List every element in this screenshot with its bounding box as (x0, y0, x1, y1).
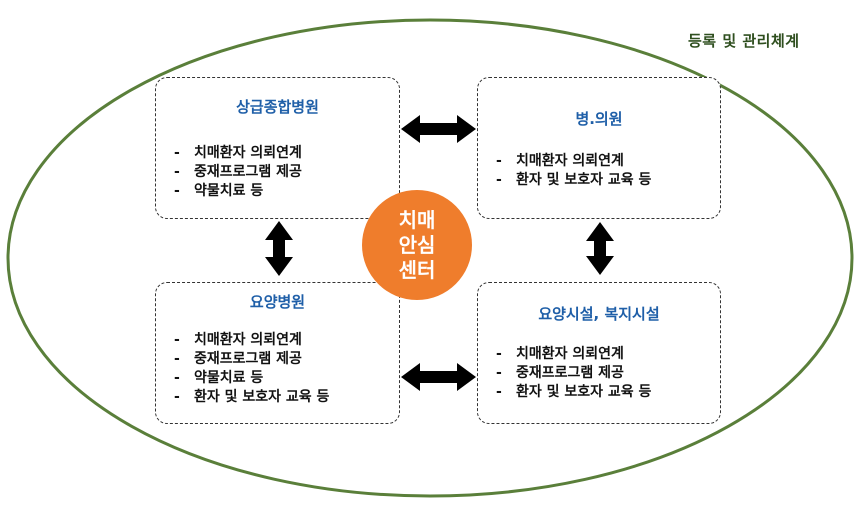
box-list: -치매환자 의뢰연계 -중재프로그램 제공 -약물치료 등 (174, 144, 302, 201)
list-item: -중재프로그램 제공 (496, 365, 624, 381)
list-item: -환자 및 보호자 교육 등 (496, 172, 652, 188)
list-item: -치매환자 의뢰연계 (174, 145, 302, 161)
center-label-line: 안심 (398, 232, 436, 257)
box-care-facility: 요양시설, 복지시설 -치매환자 의뢰연계 -중재프로그램 제공 -환자 및 보… (477, 282, 721, 424)
box-title: 요양시설, 복지시설 (538, 305, 660, 323)
double-arrow-vertical-right (586, 222, 614, 275)
list-item: -중재프로그램 제공 (174, 164, 302, 180)
list-item: -환자 및 보호자 교육 등 (496, 384, 652, 400)
box-list: -치매환자 의뢰연계 -중재프로그램 제공 -환자 및 보호자 교육 등 (496, 345, 651, 402)
list-item: -약물치료 등 (174, 370, 264, 386)
center-label-line: 치매 (398, 207, 436, 232)
box-title: 상급종합병원 (236, 98, 319, 116)
box-nursing-hospital: 요양병원 -치매환자 의뢰연계 -중재프로그램 제공 -약물치료 등 -환자 및… (155, 282, 400, 424)
double-arrow-horizontal-bottom (401, 363, 476, 391)
list-item: -중재프로그램 제공 (174, 351, 302, 367)
frame-title: 등록 및 관리체계 (688, 32, 800, 50)
box-list: -치매환자 의뢰연계 -중재프로그램 제공 -약물치료 등 -환자 및 보호자 … (174, 331, 329, 407)
list-item: -치매환자 의뢰연계 (174, 332, 302, 348)
box-tertiary-hospital: 상급종합병원 -치매환자 의뢰연계 -중재프로그램 제공 -약물치료 등 (155, 77, 400, 219)
box-list: -치매환자 의뢰연계 -환자 및 보호자 교육 등 (496, 152, 651, 190)
double-arrow-vertical-left (265, 221, 293, 276)
box-title: 병.의원 (575, 110, 623, 128)
box-title: 요양병원 (249, 293, 306, 311)
list-item: -치매환자 의뢰연계 (496, 346, 624, 362)
box-clinic: 병.의원 -치매환자 의뢰연계 -환자 및 보호자 교육 등 (477, 77, 721, 219)
list-item: -환자 및 보호자 교육 등 (174, 389, 330, 405)
center-label-line: 센터 (398, 257, 436, 282)
list-item: -치매환자 의뢰연계 (496, 153, 624, 169)
double-arrow-horizontal-top (401, 115, 476, 143)
list-item: -약물치료 등 (174, 183, 264, 199)
